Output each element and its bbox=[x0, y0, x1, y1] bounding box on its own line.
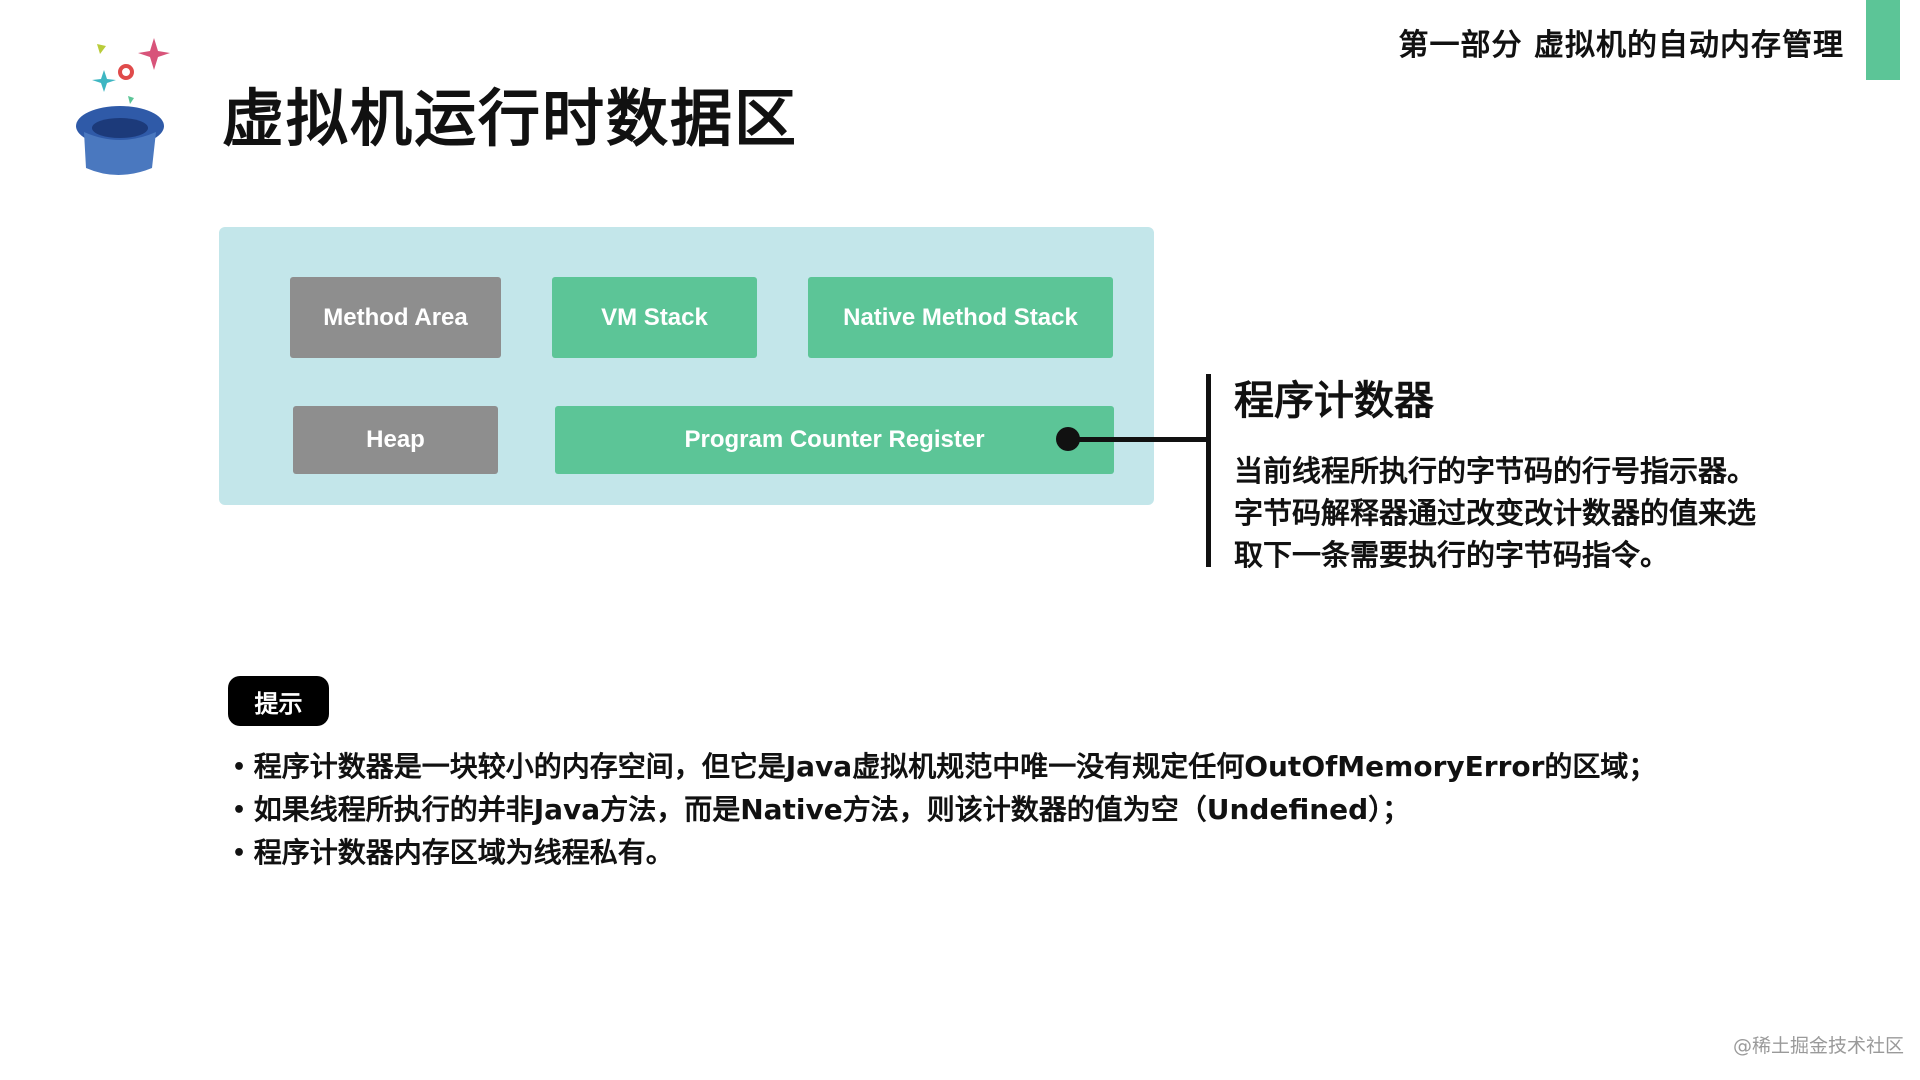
callout-description: 当前线程所执行的字节码的行号指示器。 字节码解释器通过改变改计数器的值来选 取下… bbox=[1234, 450, 1756, 576]
callout-line: 当前线程所执行的字节码的行号指示器。 bbox=[1234, 454, 1757, 488]
callout-line: 取下一条需要执行的字节码指令。 bbox=[1234, 538, 1670, 572]
tip-bullet: 程序计数器是一块较小的内存空间，但它是Java虚拟机规范中唯一没有规定任何Out… bbox=[232, 746, 1657, 789]
callout-connector-line bbox=[1064, 437, 1208, 442]
section-label: 第一部分 虚拟机的自动内存管理 bbox=[1398, 28, 1844, 63]
page-title: 虚拟机运行时数据区 bbox=[222, 82, 799, 155]
callout-line: 字节码解释器通过改变改计数器的值来选 bbox=[1234, 496, 1757, 530]
tip-bullet-list: 程序计数器是一块较小的内存空间，但它是Java虚拟机规范中唯一没有规定任何Out… bbox=[232, 746, 1657, 875]
callout-bar bbox=[1206, 374, 1211, 567]
vm-stack-block: VM Stack bbox=[552, 277, 757, 358]
program-counter-register-block: Program Counter Register bbox=[555, 406, 1114, 474]
native-method-stack-block: Native Method Stack bbox=[808, 277, 1113, 358]
heap-block: Heap bbox=[293, 406, 498, 474]
watermark: @稀土掘金技术社区 bbox=[1732, 1035, 1904, 1057]
tip-badge: 提示 bbox=[228, 676, 329, 726]
accent-bar bbox=[1866, 0, 1900, 80]
runtime-data-area-panel: Method Area VM Stack Native Method Stack… bbox=[219, 227, 1154, 505]
method-area-block: Method Area bbox=[290, 277, 501, 358]
tip-bullet: 程序计数器内存区域为线程私有。 bbox=[232, 832, 1656, 875]
callout-connector-dot bbox=[1056, 427, 1080, 451]
tip-bullet: 如果线程所执行的并非Java方法，而是Native方法，则该计数器的值为空（Un… bbox=[232, 789, 1656, 832]
callout-title: 程序计数器 bbox=[1234, 378, 1434, 424]
magic-hat-icon bbox=[76, 38, 170, 175]
